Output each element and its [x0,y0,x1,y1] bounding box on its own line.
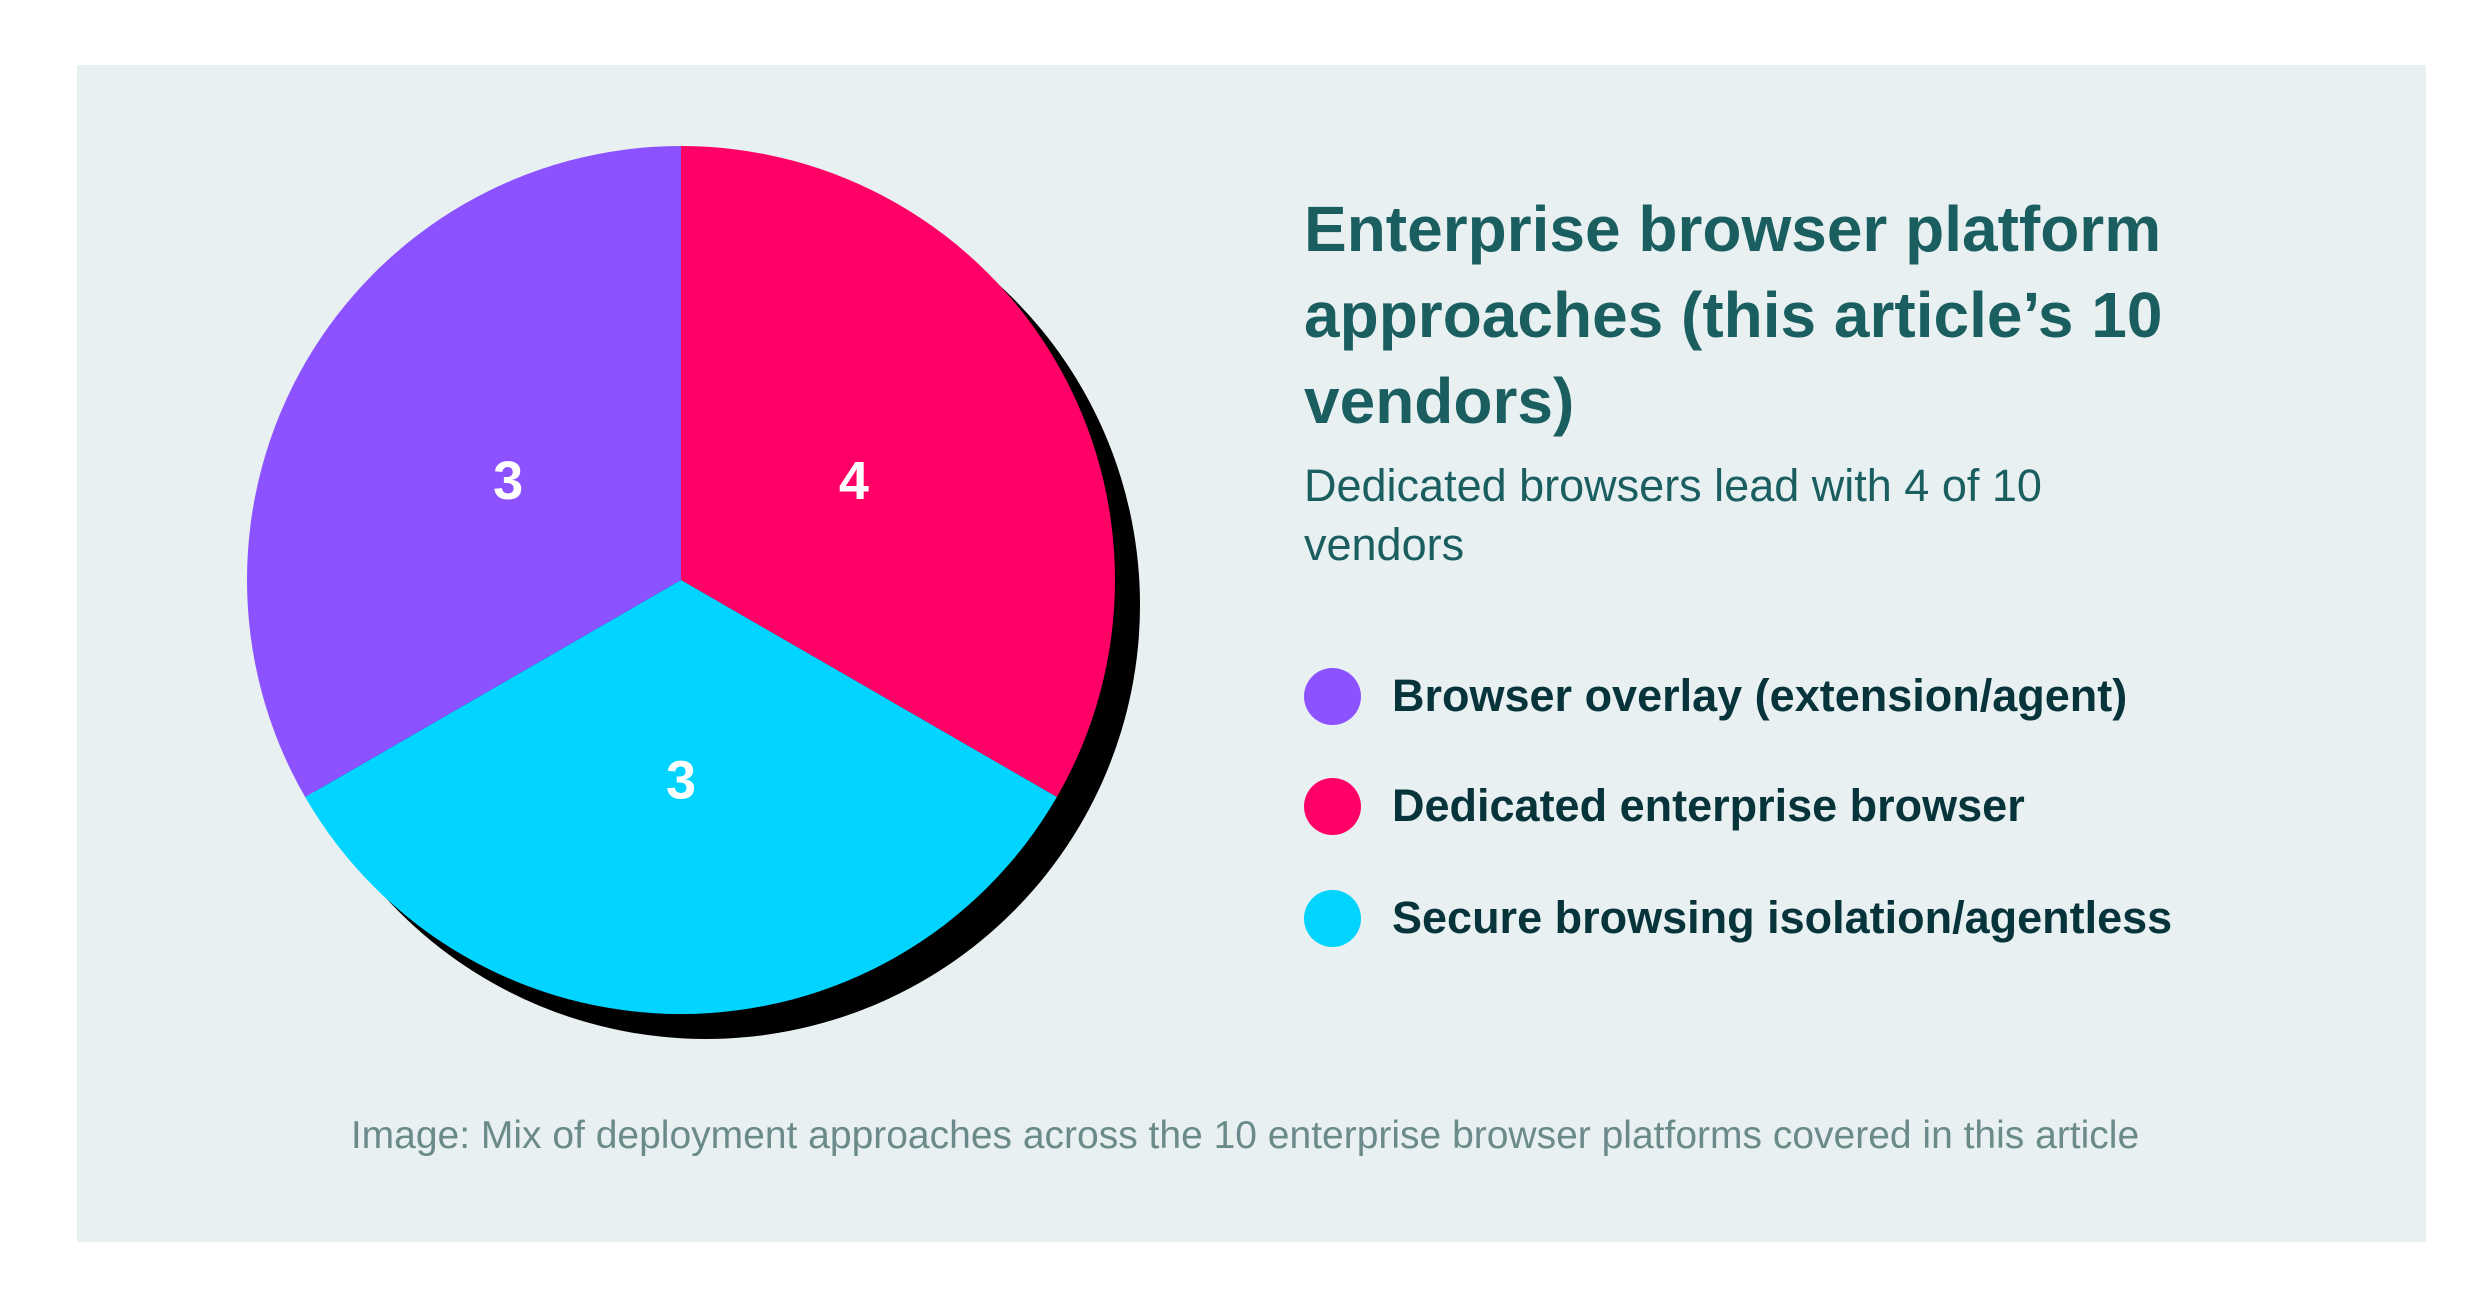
slice-value-label: 3 [493,451,523,511]
slice-value-label: 3 [666,751,696,811]
legend-item-secure-isolation: Secure browsing isolation/agentless [1304,888,2172,948]
legend-swatch [1304,889,1361,947]
chart-caption: Image: Mix of deployment approaches acro… [350,1114,2140,1157]
pie-slice-secure-browsing-isolation-agentless [305,580,1057,1014]
legend-label: Browser overlay (extension/agent) [1392,670,2128,721]
legend-label: Secure browsing isolation/agentless [1392,892,2173,943]
pie-slice-dedicated-enterprise-browser [681,146,1115,797]
slice-value-label: 4 [839,451,869,511]
chart-title: Enterprise browser platform approaches (… [1304,193,2163,437]
legend-swatch [1304,777,1361,835]
legend-label: Dedicated enterprise browser [1392,780,2025,831]
legend-item-dedicated-browser: Dedicated enterprise browser [1304,776,2025,836]
chart-subtitle: Dedicated browsers lead with 4 of 10 ven… [1304,460,2042,570]
legend-item-browser-overlay: Browser overlay (extension/agent) [1304,666,2127,726]
legend-swatch [1304,667,1361,725]
pie-slice-browser-overlay-extension-agent- [247,146,682,797]
